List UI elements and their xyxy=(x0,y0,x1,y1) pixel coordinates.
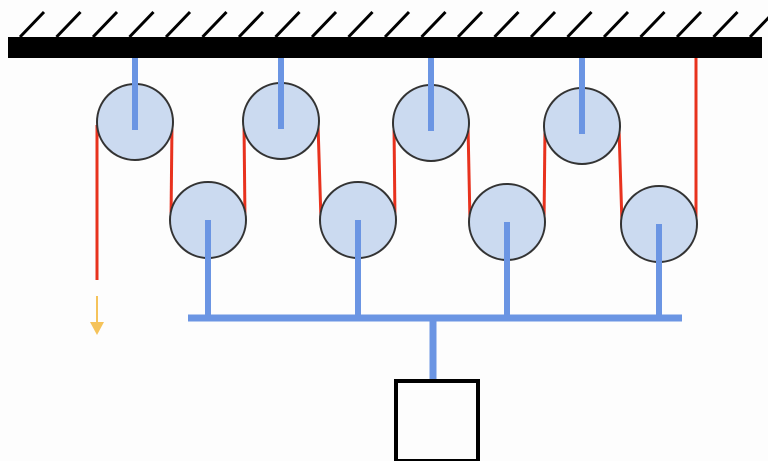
hatch-line xyxy=(55,10,82,39)
ceiling-hatching xyxy=(18,10,768,39)
pull-direction-arrow-icon xyxy=(90,296,104,335)
fixed-pulley xyxy=(242,58,320,160)
rope-segment xyxy=(466,125,472,223)
hatch-line xyxy=(310,10,338,39)
hatch-line xyxy=(493,10,520,39)
movable-pulley xyxy=(319,181,397,318)
hatch-line xyxy=(602,10,630,39)
rope-segment xyxy=(316,123,323,221)
hatch-line xyxy=(712,10,739,39)
movable-pulley xyxy=(468,183,546,318)
hatch-line xyxy=(237,10,265,39)
hatch-line xyxy=(420,10,447,39)
hatch-line xyxy=(383,10,411,39)
hatch-line xyxy=(164,10,192,39)
hatch-line xyxy=(675,10,703,39)
rope xyxy=(95,58,698,280)
ceiling-beam xyxy=(8,37,762,58)
hatch-line xyxy=(91,10,119,39)
rope-segment xyxy=(542,128,547,223)
rope-segment xyxy=(617,128,624,225)
hatch-line xyxy=(748,16,768,39)
rope-segment xyxy=(392,125,397,221)
movable-pulley xyxy=(169,181,247,318)
hatch-line xyxy=(347,10,374,39)
rope-segment xyxy=(169,124,174,221)
hatch-line xyxy=(566,10,593,39)
hatch-line xyxy=(529,10,557,39)
hatch-line xyxy=(639,10,666,39)
movable-pulley xyxy=(620,185,698,318)
fixed-pulley xyxy=(96,58,174,161)
hatch-line xyxy=(128,10,155,39)
fixed-pulley xyxy=(543,58,621,165)
hatch-line xyxy=(274,10,301,39)
load-box xyxy=(394,379,480,461)
fixed-pulley xyxy=(392,58,470,162)
hatch-line xyxy=(456,10,484,39)
rope-segment xyxy=(242,123,247,221)
hatch-line xyxy=(201,10,228,39)
hatch-line xyxy=(18,10,46,39)
